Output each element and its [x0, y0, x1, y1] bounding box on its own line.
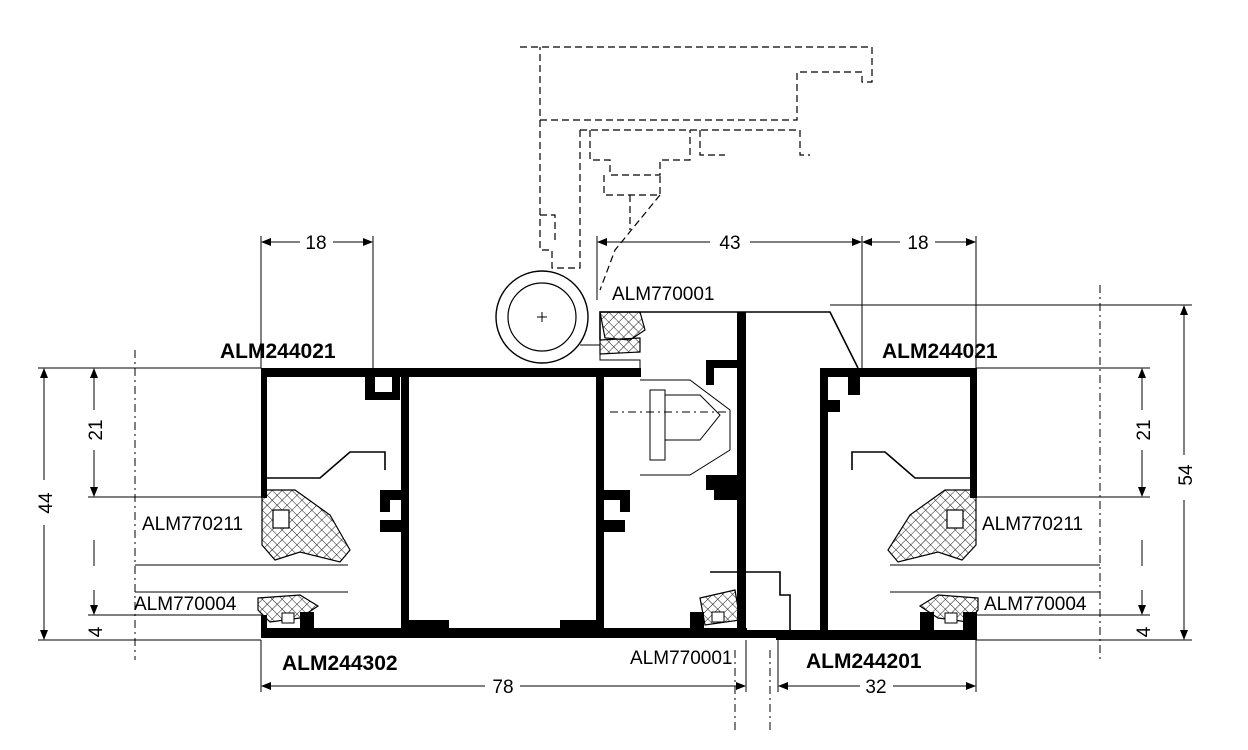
- right-gasket-lower: [918, 594, 979, 624]
- right-gasket-upper: [887, 489, 977, 563]
- dim-top-middle: 43: [719, 233, 740, 254]
- bottom-seal: [699, 589, 741, 626]
- left-frame-profile: [261, 368, 747, 638]
- top-seal: [599, 311, 646, 355]
- label-profile-top-left: ALM244021: [220, 340, 336, 363]
- left-gasket-lower: [257, 594, 320, 624]
- label-seal-top: ALM770001: [612, 284, 714, 305]
- dim-top-right: 18: [907, 233, 928, 254]
- label-profile-top-right: ALM244021: [882, 340, 998, 363]
- dimension-lines: [38, 236, 1192, 692]
- dim-right-total: 54: [1176, 464, 1197, 486]
- dim-left-upper: 21: [86, 419, 107, 440]
- label-seal-bottom: ALM770001: [630, 648, 732, 669]
- construction-lines: [134, 285, 1101, 730]
- dim-right-upper: 21: [1134, 419, 1155, 440]
- dim-top-left: 18: [305, 233, 326, 254]
- label-profile-bottom-left: ALM244302: [282, 652, 398, 675]
- label-gasket-right-upper: ALM770211: [982, 514, 1083, 535]
- dim-left-lower: 4: [86, 626, 107, 637]
- hinge-circle: [495, 270, 641, 370]
- label-gasket-right-lower: ALM770004: [984, 594, 1087, 615]
- dim-bottom-left: 78: [492, 677, 513, 698]
- label-gasket-left-upper: ALM770211: [142, 514, 243, 535]
- dim-left-total: 44: [36, 492, 57, 514]
- label-gasket-left-lower: ALM770004: [134, 594, 237, 615]
- dim-bottom-right: 32: [865, 677, 886, 698]
- center-insert: [610, 379, 731, 476]
- center-mullion-profile: [599, 311, 977, 640]
- label-profile-bottom-right: ALM244201: [806, 650, 922, 673]
- phantom-sash: [520, 46, 873, 291]
- left-gasket-upper: [261, 489, 351, 563]
- dim-right-lower: 4: [1134, 626, 1155, 637]
